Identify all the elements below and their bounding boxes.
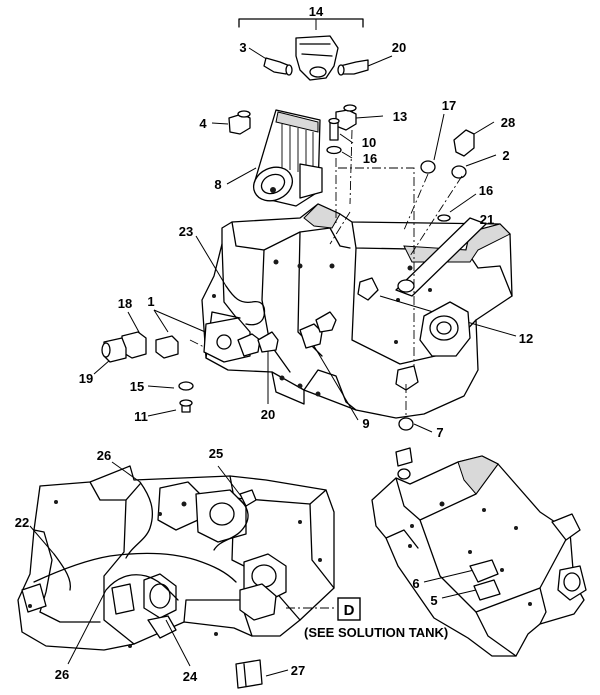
part-17-plug	[420, 113, 445, 174]
part-27-clip	[235, 659, 289, 689]
part-21-hose	[395, 217, 487, 297]
callout-20-top: 20	[392, 40, 406, 55]
part-12-valve-assembly	[357, 277, 517, 391]
callout-17: 17	[442, 98, 456, 113]
part-26-wire-harness-top	[111, 461, 154, 559]
part-25-connector	[213, 465, 257, 551]
part-7-plug	[398, 384, 433, 433]
part-10-screw	[328, 117, 354, 144]
callout-16-side: 16	[479, 183, 493, 198]
callout-7: 7	[436, 425, 443, 440]
part-2-plug	[451, 154, 497, 179]
callout-13: 13	[393, 109, 407, 124]
part-5-bracket	[441, 579, 501, 601]
callout-15: 15	[130, 379, 144, 394]
part-15-washer	[147, 381, 194, 391]
callout-26-top: 26	[97, 448, 111, 463]
callout-5: 5	[430, 593, 437, 608]
callout-1: 1	[147, 294, 154, 309]
callout-25: 25	[209, 446, 223, 461]
part-13-elbow-fitting	[335, 104, 384, 131]
part-3-fitting	[248, 47, 293, 76]
part-16-washer-side	[437, 193, 477, 222]
part-8-pump-motor	[226, 109, 323, 207]
part-20-fitting-lower	[237, 331, 279, 404]
reference-letter: D	[344, 602, 355, 619]
callout-6: 6	[412, 576, 419, 591]
part-14-elbow-bracket	[238, 18, 364, 81]
callout-2: 2	[502, 148, 509, 163]
part-4-elbow-fitting	[211, 110, 251, 135]
callout-11: 11	[134, 409, 148, 424]
part-20-fitting-top	[337, 55, 393, 76]
callout-10: 10	[362, 135, 376, 150]
reference-note: (SEE SOLUTION TANK)	[304, 625, 448, 640]
reference-d-box: D	[337, 597, 361, 621]
part-26-wire-harness-bottom	[67, 574, 179, 665]
part-24-cable	[165, 619, 191, 667]
callout-16-top: 16	[363, 151, 377, 166]
part-1-coupling	[153, 309, 251, 363]
callout-27: 27	[291, 663, 305, 678]
callout-3: 3	[239, 40, 246, 55]
part-16-washer-top	[326, 145, 353, 159]
lower-left-chassis-view	[17, 465, 335, 651]
lower-right-chassis-view	[371, 447, 587, 657]
callout-20-lower: 20	[261, 407, 275, 422]
callout-9: 9	[362, 416, 369, 431]
callout-24: 24	[183, 669, 198, 684]
dashed-routing-lines	[189, 129, 463, 366]
callout-28: 28	[501, 115, 515, 130]
callout-4: 4	[199, 116, 207, 131]
part-23-wire-harness	[195, 235, 266, 326]
callout-22: 22	[15, 515, 29, 530]
part-6-bracket	[423, 559, 499, 583]
part-28-filter	[453, 121, 495, 157]
callout-14: 14	[309, 4, 324, 19]
callout-8: 8	[214, 177, 221, 192]
callout-18: 18	[118, 296, 132, 311]
callout-21: 21	[480, 212, 494, 227]
part-19-fitting	[93, 337, 127, 375]
callout-23: 23	[179, 224, 193, 239]
callout-12: 12	[519, 331, 533, 346]
part-9-fitting	[299, 311, 359, 421]
callout-19: 19	[79, 371, 93, 386]
callout-labels: 14 3 20 4 13 17 28 10 16 2 8 16 21 23 18…	[15, 4, 533, 684]
callout-26-bottom: 26	[55, 667, 69, 682]
part-11-screw	[147, 399, 193, 417]
part-22-wire-harness	[29, 525, 237, 591]
